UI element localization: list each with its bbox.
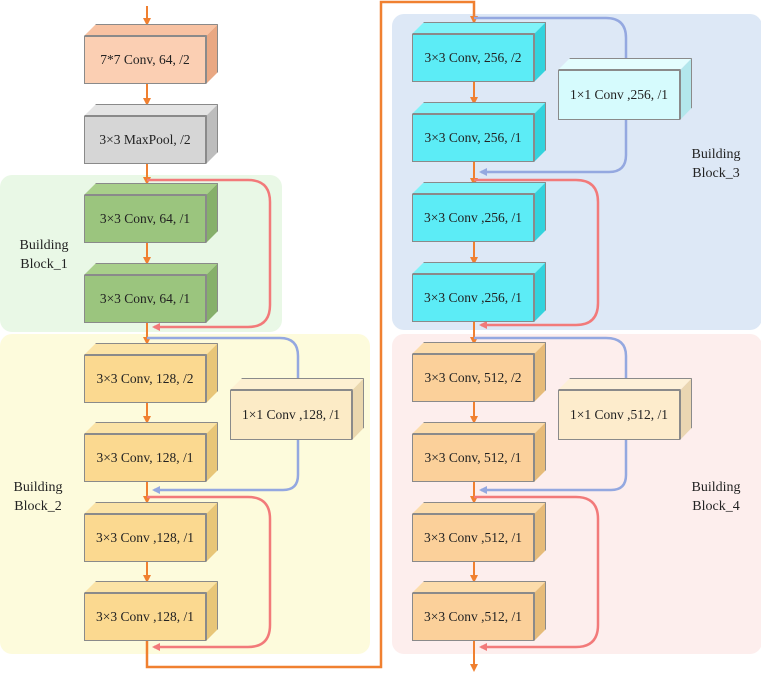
- building-block-3-label: Building Block_3: [678, 145, 754, 183]
- shortcut-b2-in: [147, 336, 300, 378]
- b3-shortcut-box: 1×1 Conv ,256, /1: [558, 58, 692, 120]
- b3-conv3-label: 3×3 Conv ,256, /1: [412, 194, 534, 242]
- b4-shortcut-box: 1×1 Conv ,512, /1: [558, 378, 692, 440]
- building-block-1-label-line2: Block_1: [20, 257, 68, 272]
- building-block-1-label: Building Block_1: [6, 236, 82, 274]
- residual-b4: [474, 495, 600, 651]
- b3-shortcut-label: 1×1 Conv ,256, /1: [558, 70, 680, 120]
- building-block-4-label-line1: Building: [691, 480, 741, 495]
- b1-conv1-label: 3×3 Conv, 64, /1: [84, 195, 206, 243]
- b3-conv1-box: 3×3 Conv, 256, /2: [412, 22, 546, 82]
- shortcut-b4-out: [479, 440, 628, 494]
- b4-conv1-label: 3×3 Conv, 512, /2: [412, 354, 534, 402]
- b2-conv2-label: 3×3 Conv, 128, /1: [84, 434, 206, 482]
- b4-conv2-label: 3×3 Conv, 512, /1: [412, 434, 534, 482]
- residual-b1: [147, 178, 272, 331]
- building-block-4-label-line2: Block_4: [692, 499, 740, 514]
- b3-conv1-label: 3×3 Conv, 256, /2: [412, 34, 534, 82]
- building-block-4-label: Building Block_4: [678, 478, 754, 516]
- b1-conv2-box: 3×3 Conv, 64, /1: [84, 263, 218, 323]
- b3-conv2-label: 3×3 Conv, 256, /1: [412, 114, 534, 162]
- b1-conv2-label: 3×3 Conv, 64, /1: [84, 275, 206, 323]
- b2-conv4-box: 3×3 Conv ,128, /1: [84, 581, 218, 641]
- b4-conv1-box: 3×3 Conv, 512, /2: [412, 342, 546, 402]
- b3-conv4-box: 3×3 Conv ,256, /1: [412, 262, 546, 322]
- shortcut-b2-out: [152, 440, 300, 494]
- b2-conv3-label: 3×3 Conv ,128, /1: [84, 514, 206, 562]
- residual-b3: [474, 178, 600, 329]
- b4-conv3-box: 3×3 Conv ,512, /1: [412, 502, 546, 562]
- column-bridge-connector: [145, 0, 478, 669]
- building-block-3-label-line2: Block_3: [692, 166, 740, 181]
- maxpool-box: 3×3 MaxPool, /2: [84, 104, 218, 164]
- b2-shortcut-box: 1×1 Conv ,128, /1: [230, 378, 364, 440]
- b3-conv4-label: 3×3 Conv ,256, /1: [412, 274, 534, 322]
- b2-conv2-box: 3×3 Conv, 128, /1: [84, 422, 218, 482]
- b2-conv1-label: 3×3 Conv, 128, /2: [84, 355, 206, 403]
- b4-conv2-box: 3×3 Conv, 512, /1: [412, 422, 546, 482]
- residual-b2: [147, 495, 272, 651]
- building-block-1-label-line1: Building: [19, 238, 69, 253]
- building-block-2-label-line1: Building: [13, 480, 63, 495]
- building-block-2-label: Building Block_2: [0, 478, 76, 516]
- b2-shortcut-label: 1×1 Conv ,128, /1: [230, 390, 352, 440]
- building-block-2-label-line2: Block_2: [14, 499, 62, 514]
- b4-shortcut-label: 1×1 Conv ,512, /1: [558, 390, 680, 440]
- b4-conv4-label: 3×3 Conv ,512, /1: [412, 593, 534, 641]
- b2-conv3-box: 3×3 Conv ,128, /1: [84, 502, 218, 562]
- stem-conv-7x7-label: 7*7 Conv, 64, /2: [84, 36, 206, 84]
- b3-conv2-box: 3×3 Conv, 256, /1: [412, 102, 546, 162]
- stem-conv-7x7-box: 7*7 Conv, 64, /2: [84, 24, 218, 84]
- shortcut-b3-out: [479, 120, 628, 176]
- b3-conv3-box: 3×3 Conv ,256, /1: [412, 182, 546, 242]
- shortcut-b3-in: [474, 16, 628, 58]
- b1-conv1-box: 3×3 Conv, 64, /1: [84, 183, 218, 243]
- b2-conv1-box: 3×3 Conv, 128, /2: [84, 343, 218, 403]
- maxpool-label: 3×3 MaxPool, /2: [84, 116, 206, 164]
- b4-conv3-label: 3×3 Conv ,512, /1: [412, 514, 534, 562]
- b4-conv4-box: 3×3 Conv ,512, /1: [412, 581, 546, 641]
- building-block-3-label-line1: Building: [691, 147, 741, 162]
- b2-conv4-label: 3×3 Conv ,128, /1: [84, 593, 206, 641]
- shortcut-b4-in: [474, 336, 628, 378]
